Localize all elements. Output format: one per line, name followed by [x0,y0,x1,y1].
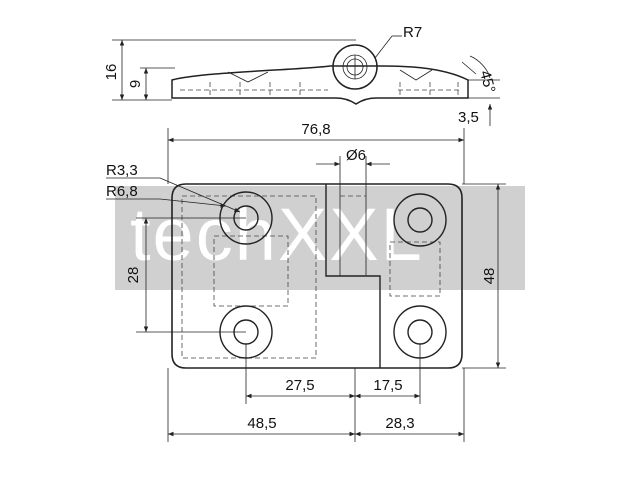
hinge-plate [171,183,463,369]
dim-text-knuckle-radius: R7 [403,24,422,41]
dim-right-leaf-width: 28,3 [355,415,464,437]
dim-text-right-leaf-width: 28,3 [385,415,414,432]
dim-hole-spacing-vertical: 28 [125,217,246,333]
dim-text-height-plate: 9 [127,80,144,88]
dim-text-overall-height: 48 [481,268,498,285]
side-view [171,44,500,126]
dim-text-height-total: 16 [103,64,120,81]
dim-text-angle: 45° [476,69,498,95]
dim-hole-spacing-left: 27,5 [245,344,356,404]
dim-text-overall-width: 76,8 [301,121,330,138]
dim-text-hole-offset-right: 17,5 [373,377,402,394]
dim-boss-radius: R6,8 [106,183,227,208]
dim-height-plate: 9 [127,67,175,100]
dim-hole-radius: R3,3 [106,162,241,213]
boss-top-right [393,193,447,247]
watermark: techXXL [115,186,525,290]
dim-overall-height: 48 [462,183,506,369]
dim-height-total: 16 [103,39,356,101]
dim-text-boss-radius: R6,8 [106,183,138,200]
dim-pin-diameter: Ø6 [316,147,390,184]
knuckle-outline [332,44,378,90]
hole-top-right [407,207,433,233]
dim-text-hole-spacing-vertical: 28 [125,267,142,284]
dim-knuckle-radius: R7 [374,24,422,59]
dim-text-pin-diameter: Ø6 [346,147,366,164]
hole-bottom-right [407,319,433,345]
dim-overall-width: 76,8 [167,121,465,184]
dim-text-left-leaf-width: 48,5 [247,415,276,432]
dim-text-thickness: 3,5 [458,109,479,126]
dim-hole-offset-right: 17,5 [355,344,421,404]
dim-text-hole-spacing-left: 27,5 [285,377,314,394]
dim-left-leaf-width: 48,5 [167,368,465,442]
watermark-text: techXXL [130,193,424,276]
dim-text-hole-radius: R3,3 [106,162,138,179]
